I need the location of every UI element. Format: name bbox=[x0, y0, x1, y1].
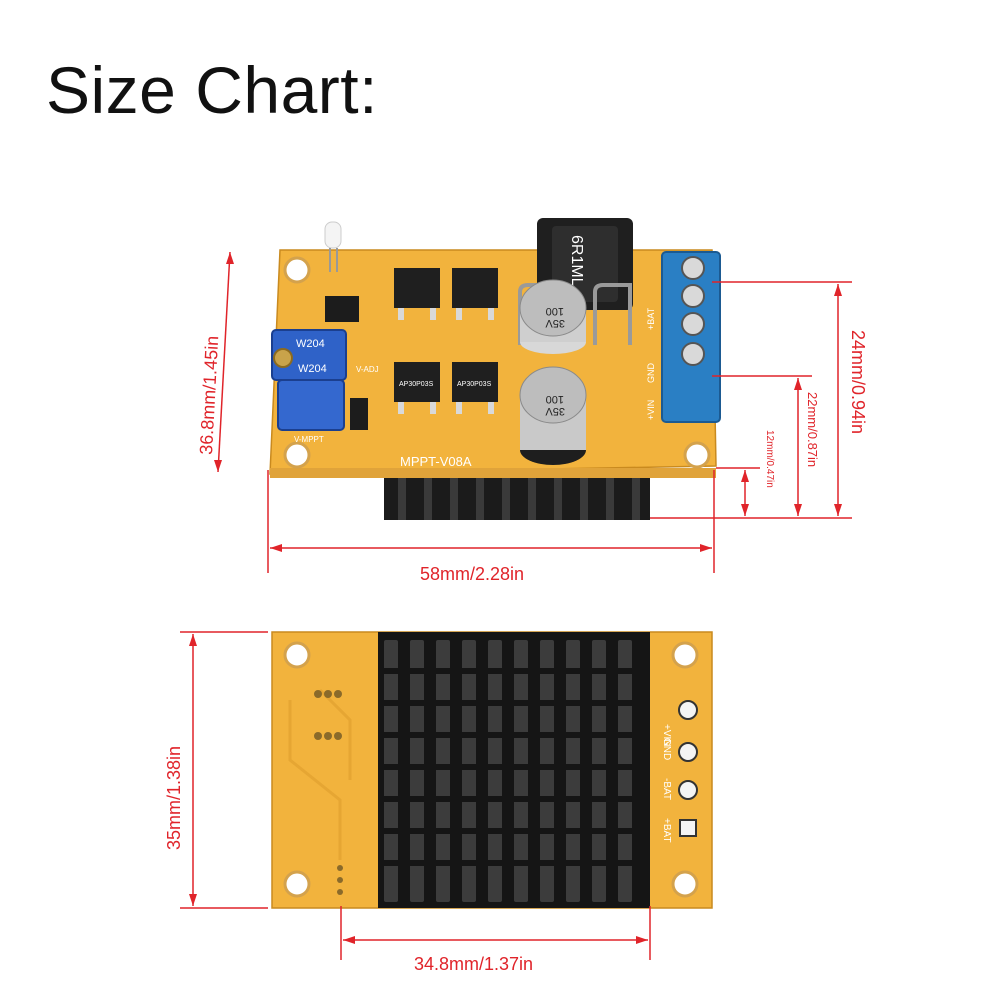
mosfet-group: AP30P03S AP30P03S bbox=[394, 268, 498, 414]
bottom-label-bat-neg: -BAT bbox=[661, 778, 672, 800]
inductor-label: 6R1ML bbox=[568, 235, 585, 287]
dimension-height-left bbox=[214, 251, 234, 473]
bottom-terminal-pads: +VIN GND -BAT +BAT bbox=[661, 700, 698, 843]
terminal-block: +BAT GND +VIN bbox=[646, 251, 721, 423]
term-label-gnd: GND bbox=[646, 363, 656, 384]
cap2-voltage: 35V bbox=[545, 405, 565, 417]
heatsink-width-label: 34.8mm/1.37in bbox=[414, 954, 533, 974]
bottom-heatsink bbox=[378, 632, 650, 908]
potentiometer: W204 W204 bbox=[271, 329, 347, 431]
board-model-label: MPPT-V08A bbox=[400, 454, 472, 469]
mosfet-label-1: AP30P03S bbox=[399, 381, 434, 388]
cap1-voltage: 35V bbox=[545, 317, 565, 329]
ic-chip bbox=[325, 296, 359, 322]
v-adj-label: V-ADJ bbox=[356, 365, 379, 374]
cap2-value: 100 bbox=[546, 393, 564, 405]
mosfet-label-2: AP30P03S bbox=[457, 381, 492, 388]
terminal-height-label: 24mm/0.94in bbox=[848, 330, 868, 434]
top-heatsink bbox=[384, 470, 650, 520]
term-label-bat-pos: +BAT bbox=[646, 307, 656, 330]
dimension-bottom-height bbox=[180, 631, 268, 909]
capacitors: 100 35V 100 35V bbox=[519, 279, 587, 465]
height-side-label: 36.8mm/1.45in bbox=[196, 335, 222, 455]
bottom-board-view: +VIN GND -BAT +BAT bbox=[271, 631, 713, 909]
bottom-label-bat-pos: +BAT bbox=[661, 818, 672, 843]
board-height-label: 35mm/1.38in bbox=[164, 746, 184, 850]
width-top-label: 58mm/2.28in bbox=[420, 564, 524, 584]
pot-label-2: W204 bbox=[298, 363, 327, 375]
cap1-value: 100 bbox=[546, 305, 564, 317]
mid-height-label: 22mm/0.87in bbox=[805, 392, 820, 467]
bottom-label-vin: +VIN bbox=[661, 724, 672, 747]
dimension-right-group bbox=[650, 281, 852, 519]
top-board-view: W204 W204 V-ADJ V-MPPT AP30P03S AP30P03S bbox=[269, 218, 721, 520]
led-icon bbox=[324, 221, 342, 272]
v-mppt-label: V-MPPT bbox=[294, 435, 324, 444]
bottom-label-gnd: GND bbox=[661, 738, 672, 760]
pot-label: W204 bbox=[296, 338, 325, 350]
dimension-width-top bbox=[267, 470, 715, 573]
page-title: Size Chart: bbox=[46, 53, 378, 127]
term-label-vin: +VIN bbox=[646, 400, 656, 420]
dimension-heatsink-width bbox=[340, 906, 651, 960]
small-height-label: 12mm/0.47in bbox=[764, 430, 775, 488]
